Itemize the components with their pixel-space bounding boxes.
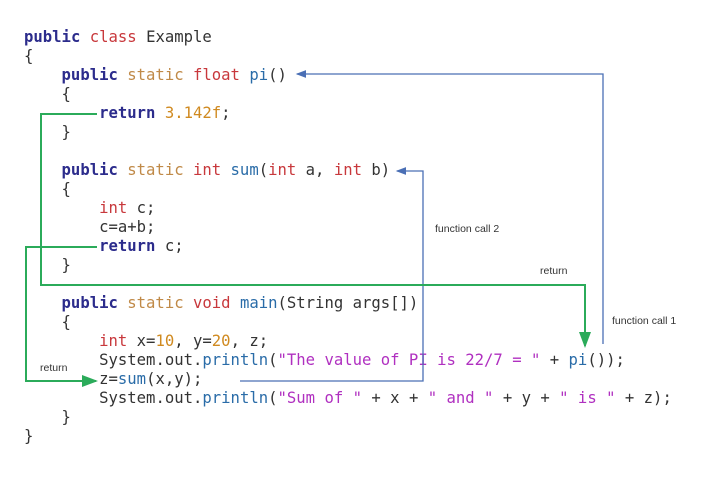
function-call-1-label: function call 1 xyxy=(612,315,677,327)
code-line: { xyxy=(62,180,71,199)
code-line: } xyxy=(62,123,71,142)
code-line: return 3.142f; xyxy=(99,104,230,123)
code-token-pl: { xyxy=(61,180,71,198)
code-token-pl: , y= xyxy=(174,332,212,350)
code-line: z=sum(x,y); xyxy=(99,370,202,389)
code-line: public static void main(String args[]) xyxy=(62,294,419,313)
code-token-str: " is " xyxy=(559,389,616,407)
code-token-pl: + xyxy=(540,351,569,369)
code-line: } xyxy=(62,408,71,427)
code-line: public static float pi() xyxy=(62,66,287,85)
code-token-str: " and " xyxy=(427,389,494,407)
code-token-pl: ( xyxy=(258,161,269,179)
code-token-pl: , z; xyxy=(230,332,269,350)
code-token-ty: float xyxy=(192,66,250,84)
code-line: { xyxy=(24,47,33,66)
code-token-pl: a, xyxy=(305,161,334,179)
code-token-pl: c; xyxy=(136,199,156,217)
code-line: public class Example xyxy=(24,28,212,47)
code-token-pl: ( xyxy=(268,351,278,369)
code-token-pl: System.out. xyxy=(99,389,203,407)
function-call-1-arrow xyxy=(295,70,604,344)
code-token-pl: ( xyxy=(268,389,278,407)
code-token-pl: (x,y); xyxy=(146,370,203,388)
code-token-fn: println xyxy=(202,389,269,407)
code-token-pl: ; xyxy=(221,104,231,122)
code-token-pl: x= xyxy=(136,332,156,350)
code-token-pl: } xyxy=(61,408,71,426)
code-token-fn: println xyxy=(202,351,269,369)
code-token-num: 20 xyxy=(211,332,231,350)
function-call-2-label: function call 2 xyxy=(435,223,500,235)
return-sum-label: return xyxy=(40,362,68,374)
code-token-st: static xyxy=(127,66,193,84)
code-token-ty: void xyxy=(192,294,240,312)
code-line: public static int sum(int a, int b) xyxy=(62,161,391,180)
code-token-pl: () xyxy=(268,66,287,84)
code-token-fn: pi xyxy=(249,66,269,84)
code-token-num: 10 xyxy=(155,332,175,350)
code-token-ty: class xyxy=(89,28,147,46)
code-token-pl: { xyxy=(61,313,71,331)
code-token-fn: pi xyxy=(568,351,588,369)
code-token-pl: (String args[]) xyxy=(277,294,419,312)
code-line: return c; xyxy=(99,237,184,256)
code-token-pl: c=a+b; xyxy=(99,218,156,236)
code-token-pl: } xyxy=(24,427,34,445)
code-token-pl: + x + xyxy=(362,389,428,407)
code-token-pl: c; xyxy=(164,237,184,255)
code-token-kw: return xyxy=(99,237,165,255)
code-token-pl: ()); xyxy=(587,351,625,369)
code-line: { xyxy=(62,313,71,332)
code-line: System.out.println("The value of PI is 2… xyxy=(99,351,625,370)
code-token-pl: } xyxy=(61,123,71,141)
code-token-kw: return xyxy=(99,104,165,122)
code-token-fn: sum xyxy=(117,370,147,388)
return-sum-arrow xyxy=(25,246,98,387)
code-token-kw: public xyxy=(61,161,128,179)
function-call-2-arrow xyxy=(240,167,424,382)
code-line: System.out.println("Sum of " + x + " and… xyxy=(99,389,672,408)
code-line: { xyxy=(62,85,71,104)
code-token-pl: System.out. xyxy=(99,351,203,369)
code-token-pl: Example xyxy=(146,28,212,46)
code-token-num: 3.142f xyxy=(164,104,222,122)
code-token-fn: main xyxy=(239,294,278,312)
code-line: } xyxy=(24,427,33,446)
code-token-pl: { xyxy=(61,85,71,103)
code-token-pl: + y + xyxy=(493,389,560,407)
code-token-pl: } xyxy=(61,256,71,274)
code-line: int x=10, y=20, z; xyxy=(99,332,268,351)
code-token-ty: int xyxy=(99,199,137,217)
code-token-ty: int xyxy=(192,161,231,179)
return-pi-label: return xyxy=(540,265,568,277)
code-token-str: "Sum of " xyxy=(277,389,363,407)
code-token-ty: int xyxy=(333,161,372,179)
code-token-fn: sum xyxy=(230,161,259,179)
code-token-pl: z= xyxy=(99,370,118,388)
code-token-pl: + z); xyxy=(615,389,672,407)
code-token-kw: public xyxy=(61,294,128,312)
code-token-st: static xyxy=(127,161,193,179)
return-pi-arrow xyxy=(40,113,591,348)
code-token-ty: int xyxy=(99,332,137,350)
code-token-st: static xyxy=(127,294,193,312)
code-token-pl: { xyxy=(24,47,34,65)
code-line: } xyxy=(62,256,71,275)
code-token-pl: b) xyxy=(371,161,391,179)
code-token-kw: public xyxy=(61,66,128,84)
code-line: int c; xyxy=(99,199,155,218)
code-token-kw: public xyxy=(24,28,90,46)
code-token-ty: int xyxy=(268,161,306,179)
code-line: c=a+b; xyxy=(99,218,155,237)
